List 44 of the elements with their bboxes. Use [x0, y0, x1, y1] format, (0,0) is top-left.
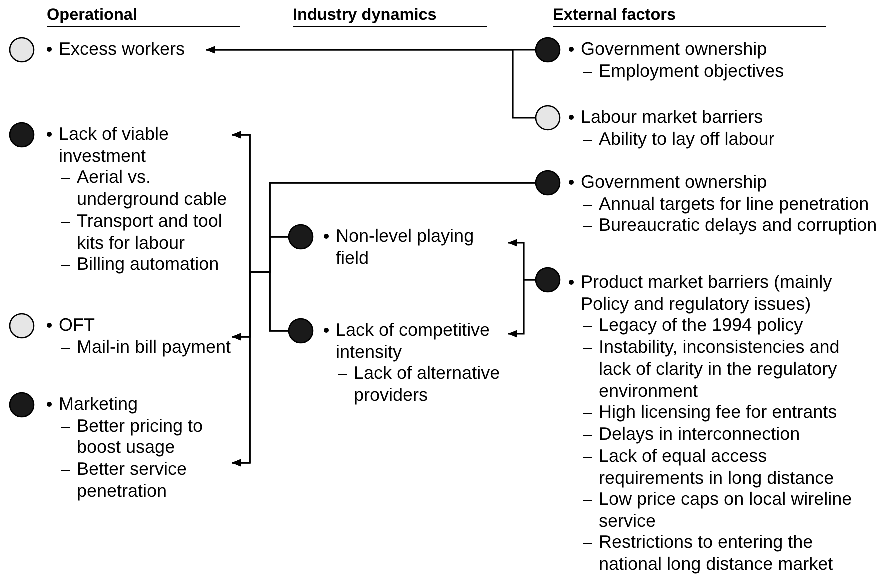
sub-point-text: Billing automation — [77, 254, 232, 276]
bullet-point-text: Marketing — [59, 394, 232, 416]
sub-point-text: Mail-in bill payment — [77, 336, 232, 358]
sub-point-text: Employment objectives — [599, 60, 884, 82]
sub-point-text: Better pricing to boost usage — [77, 416, 232, 460]
bullet-point-text: Government ownership — [581, 172, 884, 194]
column-heading: Operational — [47, 6, 240, 27]
bullet-point-text: Government ownership — [581, 39, 884, 61]
sub-point-text: Restrictions to entering the national long distance market — [599, 532, 860, 576]
filled-circle — [535, 170, 561, 196]
filled-circle — [9, 122, 35, 148]
bullet-point-text: Excess workers — [59, 39, 206, 61]
sub-point-text: Lack of alternative providers — [354, 363, 508, 407]
bullet-point-text: Non-level playing field — [336, 226, 508, 270]
sub-point-text: Transport and tool kits for labour — [77, 210, 232, 254]
filled-circle — [535, 267, 561, 293]
column-heading: Industry dynamics — [293, 6, 487, 27]
sub-point-text: Low price caps on local wireline service — [599, 489, 860, 532]
sub-point-text: Lack of equal access requirements in long distance — [599, 446, 860, 490]
sub-point-text: Annual targets for line penetration — [599, 194, 884, 216]
bullet-point-text: Labour market barriers — [581, 107, 884, 129]
bullet-point-text: Lack of competitive intensity — [336, 320, 508, 364]
open-circle — [9, 37, 35, 63]
filled-circle — [9, 392, 35, 418]
bullet-point-text: Product market barriers (mainly Policy and regulatory issues) — [581, 272, 860, 316]
filled-circle — [535, 37, 561, 63]
sub-point-text: Aerial vs. underground cable — [77, 167, 232, 211]
sub-point-text: High licensing fee for entrants — [599, 402, 860, 424]
filled-circle — [288, 318, 314, 344]
bullet-point-text: Lack of viable investment — [59, 124, 232, 168]
sub-point-text: Ability to lay off labour — [599, 128, 884, 150]
sub-point-text: Delays in interconnection — [599, 424, 860, 446]
connector-arrow — [508, 279, 536, 338]
column-heading: External factors — [553, 6, 826, 27]
connector-arrow — [206, 46, 536, 119]
filled-circle — [288, 224, 314, 250]
sub-point-text: Instability, inconsistencies and lack of clarity in the regulatory environment — [599, 337, 860, 402]
sub-point-text: Better service penetration — [77, 459, 232, 503]
sub-point-text: Bureaucratic delays and corruption — [599, 215, 884, 238]
connector-arrow — [232, 271, 289, 467]
sub-point-text: Legacy of the 1994 policy — [599, 315, 860, 338]
open-circle — [535, 105, 561, 131]
open-circle — [9, 313, 35, 339]
bullet-point-text: OFT — [59, 315, 232, 337]
